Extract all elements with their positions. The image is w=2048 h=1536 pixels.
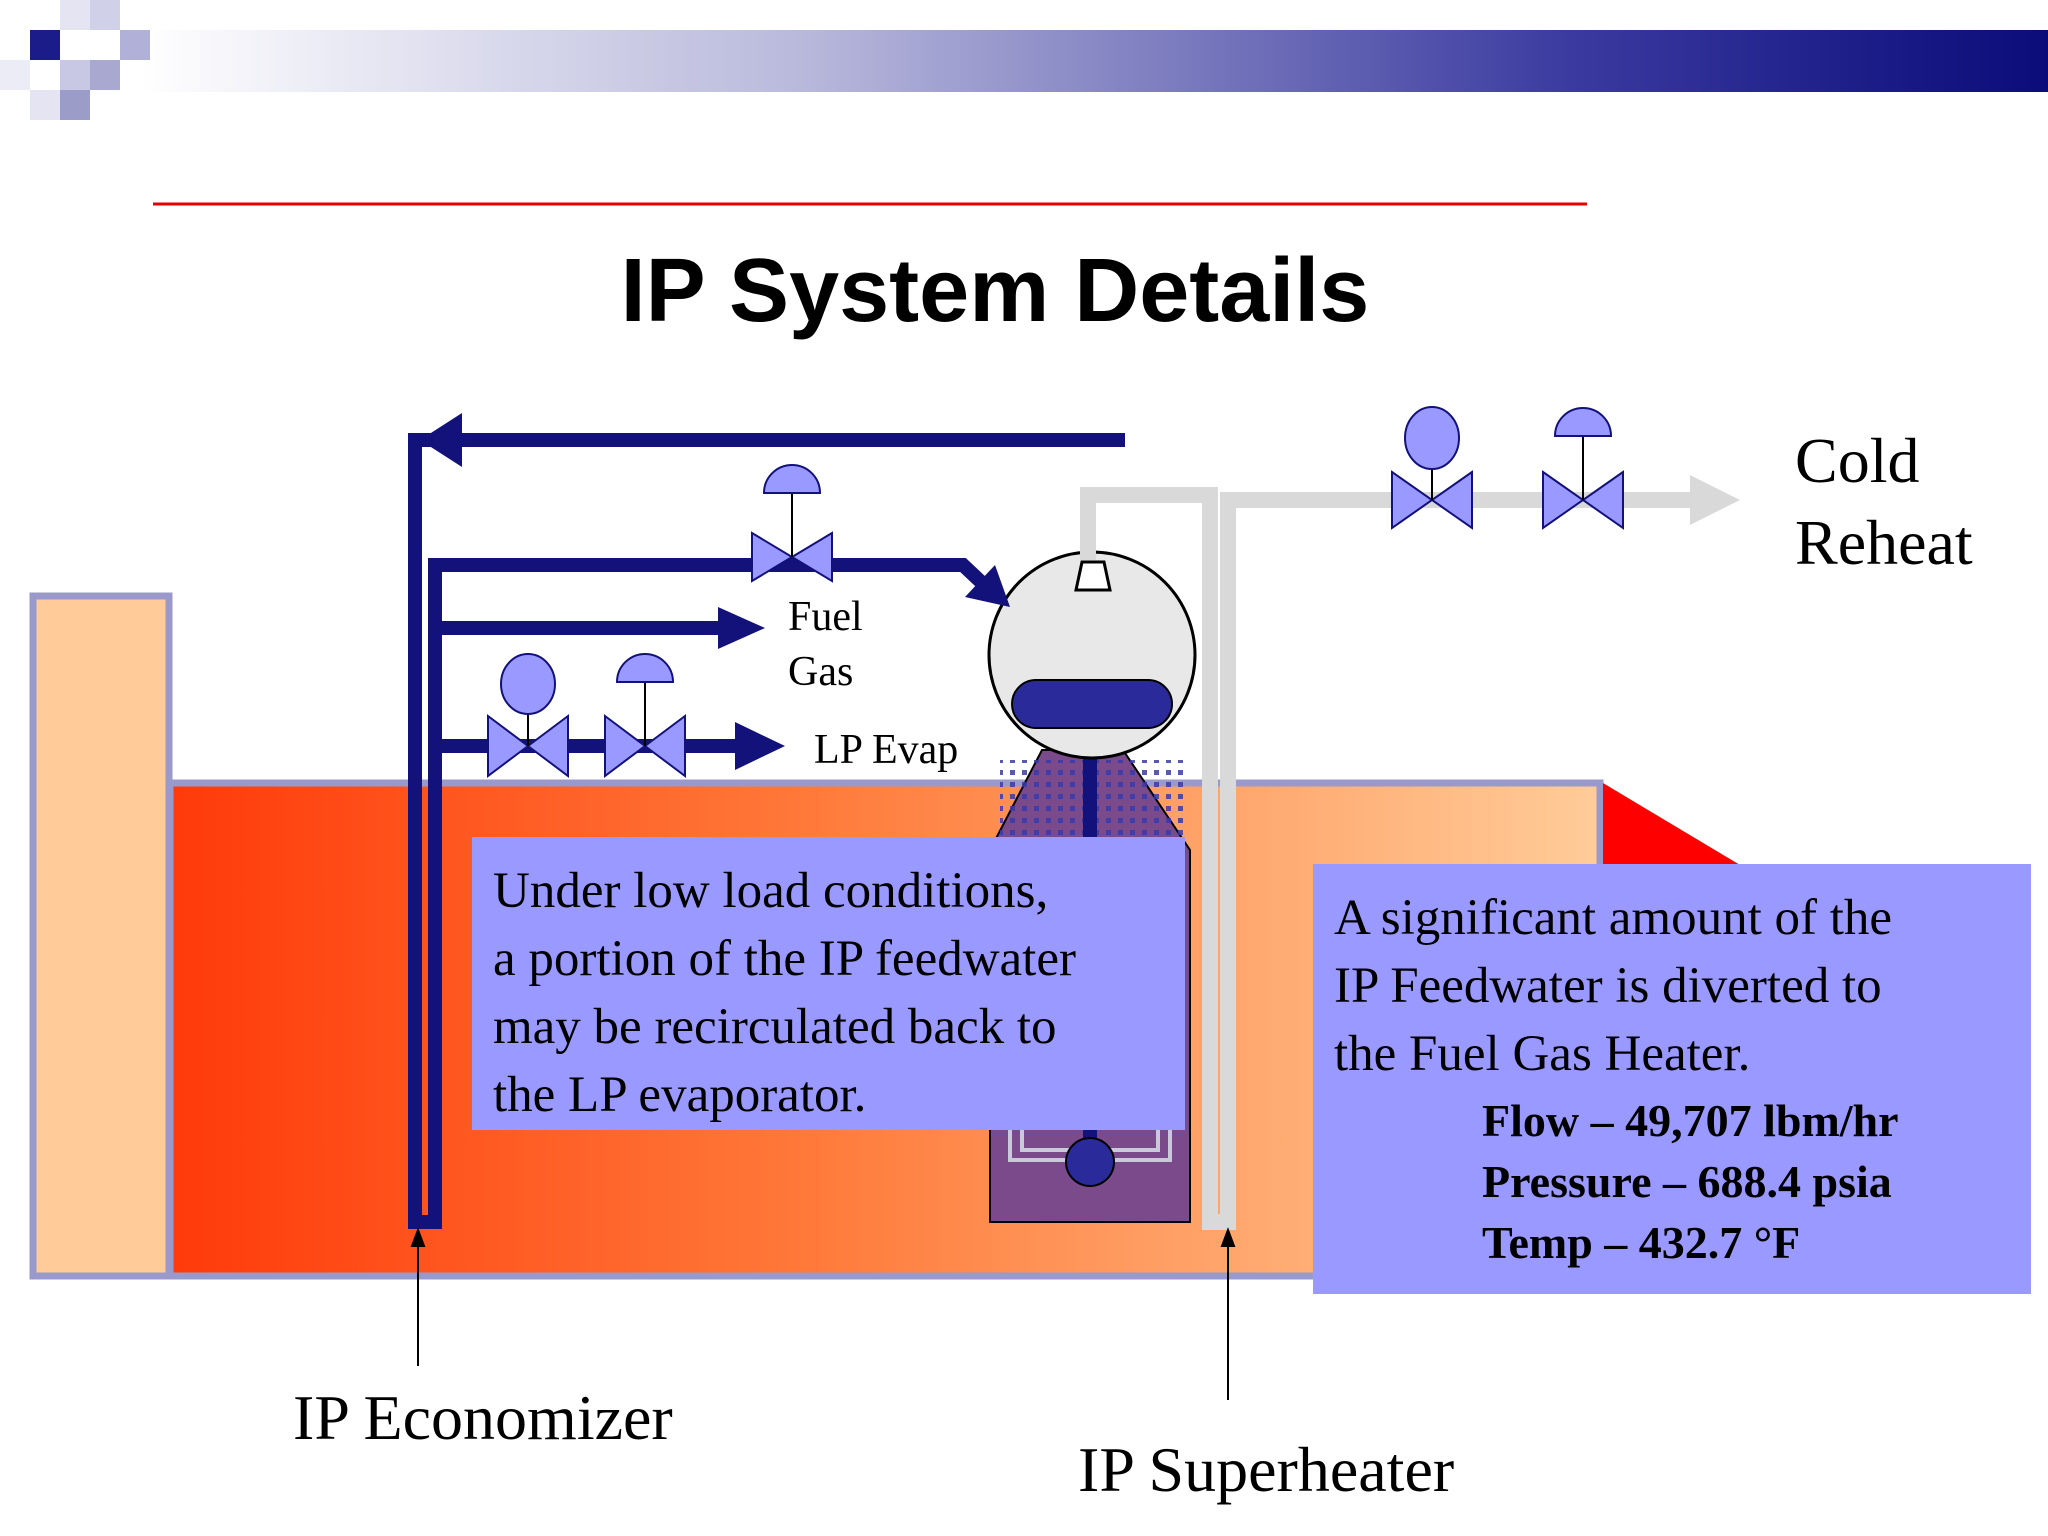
superheater-steam-piping [1080,487,1690,1230]
callout-recirculation: Under low load conditions, a portion of … [472,837,1185,1130]
header-square-icon [30,30,60,60]
callout-recirculation-line: the LP evaporator. [493,1067,867,1123]
leader-economizer [410,1227,426,1366]
valve-lp-evap-1[interactable] [487,653,569,778]
ip-superheater-label: IP Superheater [1078,1434,1455,1505]
actuator-dome-icon [615,653,675,683]
stat-pressure: Pressure – 688.4 psia [1482,1156,1892,1207]
fuel-gas-arrowhead [718,607,765,649]
ip-drum [987,550,1197,760]
callout-diversion-line: the Fuel Gas Heater. [1334,1026,1751,1082]
ip-economizer-label: IP Economizer [293,1382,673,1453]
callout-diversion-line: A significant amount of the [1334,890,1893,946]
cold-reheat-label: Cold Reheat [1795,420,1973,584]
valve-cold-reheat-1[interactable] [1391,406,1473,530]
callout-recirculation-line: may be recirculated back to [493,999,1057,1055]
callout-diversion-line: IP Feedwater is diverted to [1334,958,1882,1014]
callout-recirculation-line: Under low load conditions, [493,863,1049,919]
cold-reheat-arrowhead [1690,475,1740,525]
lp-evap-label: LP Evap [814,727,959,773]
callout-fuel-gas-diversion: A significant amount of the IP Feedwater… [1313,864,2031,1294]
valve-cold-reheat-2[interactable] [1542,407,1624,530]
pump-icon [1065,1137,1115,1187]
valve-lp-evap-2[interactable] [604,653,686,778]
actuator-ball-icon [1404,406,1460,470]
fuel-gas-label: Fuel Gas [788,590,863,700]
cold-reheat-label-line1: Cold [1795,425,1920,496]
stats-block: Flow – 49,707 lbm/hr Pressure – 688.4 ps… [1482,1090,2031,1273]
header-bar [0,0,2048,120]
actuator-dome-icon [1553,407,1613,437]
actuator-dome-icon [762,464,822,494]
callout-recirculation-line: a portion of the IP feedwater [493,931,1076,987]
actuator-ball-icon [500,653,556,715]
fuel-gas-label-line1: Fuel [788,594,863,640]
stat-temp: Temp – 432.7 °F [1482,1217,1801,1268]
drum-feed-arrowhead [965,565,1010,607]
cold-reheat-label-line2: Reheat [1795,507,1973,578]
recirc-arrowhead [420,413,462,467]
valve-drum-inlet[interactable] [751,464,833,583]
stat-flow: Flow – 49,707 lbm/hr [1482,1095,1899,1146]
fuel-gas-label-line2: Gas [788,649,854,695]
leader-superheater [1220,1227,1236,1400]
duct-transition [1603,783,1740,865]
stack [29,592,173,1280]
page-title: IP System Details [620,241,1370,341]
lp-evap-arrowhead [735,722,785,770]
